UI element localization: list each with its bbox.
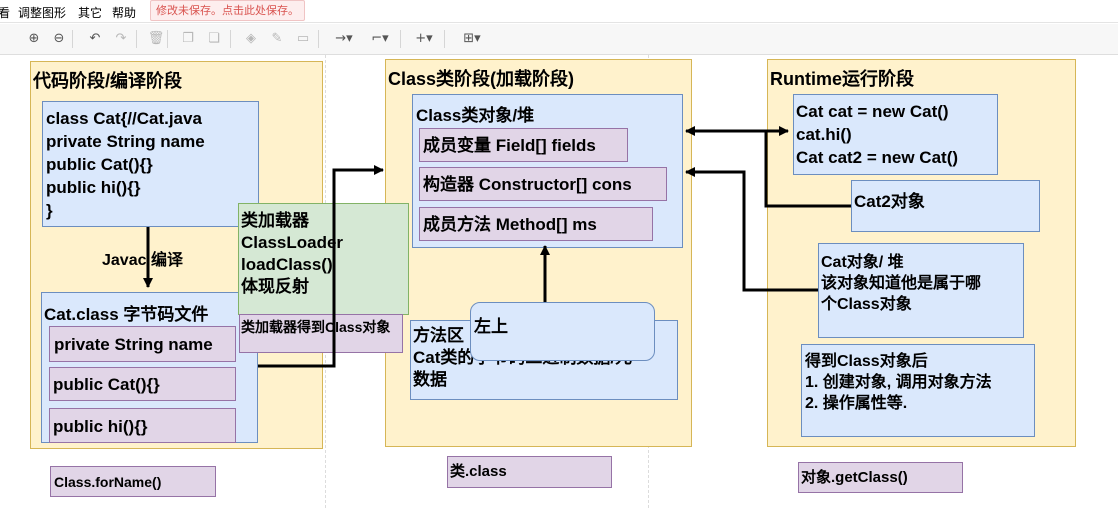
menu-bar: 看 调整图形 其它 帮助 修改未保存。点击此处保存。 xyxy=(0,0,1118,23)
load-arrow xyxy=(258,165,384,368)
toolbar-separator xyxy=(136,30,137,48)
forname-label[interactable]: Class.forName() xyxy=(50,466,216,497)
cat2-object-box[interactable]: Cat2对象 xyxy=(851,180,1040,232)
compile-stage-title: 代码阶段/编译阶段 xyxy=(33,71,183,91)
cat-object-box[interactable]: Cat对象/ 堆 该对象知道他是属于哪 个Class对象 xyxy=(818,243,1024,338)
menu-help[interactable]: 帮助 xyxy=(112,6,137,20)
connection-icon[interactable]: →▾ xyxy=(335,31,353,46)
callout-shape[interactable]: 左上 xyxy=(470,302,655,361)
class-object-title: Class类对象/堆 xyxy=(416,106,535,125)
menu-arrange[interactable]: 调整图形 xyxy=(18,6,67,20)
menu-view[interactable]: 看 xyxy=(0,6,11,20)
after-class-box[interactable]: 得到Class对象后 1. 创建对象, 调用对象方法 2. 操作属性等. xyxy=(801,344,1035,437)
source-code-box[interactable]: class Cat{//Cat.java private String name… xyxy=(42,101,259,227)
unsaved-changes-notice[interactable]: 修改未保存。点击此处保存。 xyxy=(150,0,305,21)
getclass-label[interactable]: 对象.getClass() xyxy=(798,462,963,493)
to-front-icon[interactable]: ❐ xyxy=(182,31,194,46)
redo-icon[interactable]: ↷ xyxy=(115,31,127,46)
classloader-note[interactable]: 类加载器得到Class对象 xyxy=(239,314,403,353)
delete-icon[interactable]: 🗑 xyxy=(147,31,165,46)
zoom-in-icon[interactable]: ⊕ xyxy=(28,31,40,46)
bytecode-member-constructor[interactable]: public Cat(){} xyxy=(49,367,236,401)
toolbar-separator xyxy=(400,30,401,48)
class-member-fields[interactable]: 成员变量 Field[] fields xyxy=(419,128,628,162)
menu-extras[interactable]: 其它 xyxy=(78,6,103,20)
load-stage-title: Class类阶段(加载阶段) xyxy=(388,69,575,89)
bytecode-title: Cat.class 字节码文件 xyxy=(44,305,209,324)
cat2-connector xyxy=(740,129,851,208)
bytecode-member-method[interactable]: public hi(){} xyxy=(49,408,236,443)
bytecode-member-field[interactable]: private String name xyxy=(49,326,236,362)
compile-label: Javac 编译 xyxy=(102,252,183,269)
classloader-box[interactable]: 类加载器 ClassLoader loadClass() 体现反射 xyxy=(238,203,409,315)
zoom-out-icon[interactable]: ⊖ xyxy=(53,31,65,46)
class-member-methods[interactable]: 成员方法 Method[] ms xyxy=(419,207,653,241)
toolbar-separator xyxy=(318,30,319,48)
undo-icon[interactable]: ↶ xyxy=(89,31,101,46)
table-icon[interactable]: ⊞▾ xyxy=(463,31,481,46)
toolbar-separator xyxy=(167,30,168,48)
class-member-constructors[interactable]: 构造器 Constructor[] cons xyxy=(419,167,667,201)
toolbar: ⊕ ⊖ ↶ ↷ 🗑 ❐ ❏ ◈ ✎ ▭ →▾ ⌐▾ +▾ ⊞▾ xyxy=(0,24,1118,55)
line-color-icon[interactable]: ✎ xyxy=(271,31,283,46)
toolbar-separator xyxy=(444,30,445,48)
dot-class-label[interactable]: 类.class xyxy=(447,456,612,488)
insert-icon[interactable]: +▾ xyxy=(415,31,433,46)
toolbar-separator xyxy=(230,30,231,48)
toolbar-separator xyxy=(72,30,73,48)
waypoints-icon[interactable]: ⌐▾ xyxy=(371,31,389,46)
runtime-code-box[interactable]: Cat cat = new Cat() cat.hi() Cat cat2 = … xyxy=(793,94,998,175)
to-back-icon[interactable]: ❏ xyxy=(208,31,220,46)
fill-color-icon[interactable]: ◈ xyxy=(246,31,256,46)
shadow-icon[interactable]: ▭ xyxy=(296,31,310,46)
runtime-stage-title: Runtime运行阶段 xyxy=(770,69,914,89)
cat-object-arrow xyxy=(685,167,818,292)
